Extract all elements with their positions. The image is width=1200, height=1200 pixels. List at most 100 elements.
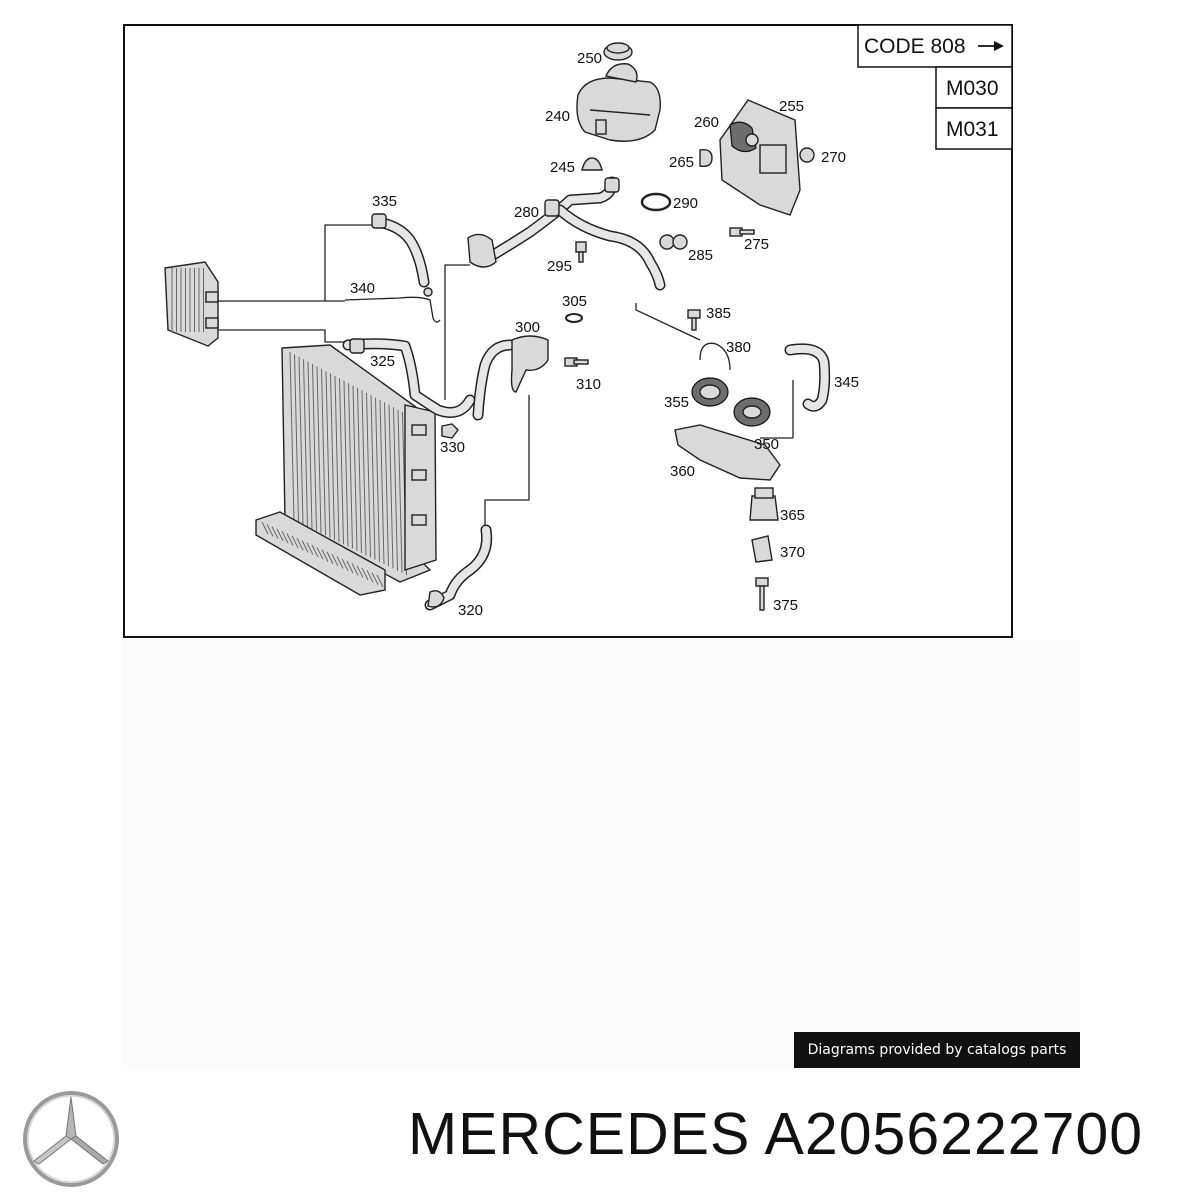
bolt-385 (687, 309, 701, 331)
fin-line (376, 574, 384, 588)
grommet-245 (581, 157, 603, 171)
fin-line (379, 399, 385, 565)
fin-line (316, 547, 324, 560)
model-label-m030: M030 (946, 77, 999, 100)
fin-line (384, 402, 389, 567)
fin-line (352, 385, 358, 551)
callout-300: 300 (515, 319, 540, 336)
callout-325: 325 (370, 353, 395, 370)
fin-line (306, 542, 314, 555)
code-label: CODE 808 (864, 35, 966, 58)
fin-line (291, 535, 299, 549)
callout-385: 385 (706, 305, 731, 322)
fin-line (326, 551, 334, 565)
tank-cap (603, 42, 633, 61)
callout-295: 295 (547, 258, 572, 275)
fin-line (307, 361, 313, 529)
credit-banner: Diagrams provided by catalogs parts (794, 1032, 1080, 1068)
radiator (281, 344, 437, 583)
fin-line (348, 383, 353, 549)
callout-340: 340 (350, 280, 375, 297)
fin-line (301, 540, 309, 553)
fin-line (276, 528, 284, 542)
background-panel (122, 640, 1080, 1070)
callout-260: 260 (694, 114, 719, 131)
callout-320: 320 (458, 602, 483, 619)
fin-line (321, 549, 329, 562)
callout-355: 355 (664, 394, 689, 411)
callout-285: 285 (688, 247, 713, 264)
oring-305 (565, 313, 583, 323)
mount-stack (749, 487, 779, 611)
callout-310: 310 (576, 376, 601, 393)
callout-350: 350 (754, 436, 779, 453)
fin-line (271, 526, 279, 539)
fin-line (357, 387, 362, 554)
fin-line (343, 380, 349, 547)
fin-line (356, 565, 364, 578)
fin-line (311, 544, 319, 558)
fin-line (336, 556, 344, 569)
connectors (349, 177, 688, 608)
callout-305: 305 (562, 293, 587, 310)
fin-line (370, 395, 376, 560)
fin-line (351, 563, 359, 576)
fin-line (346, 560, 354, 574)
fin-line (298, 356, 304, 525)
fin-line (334, 375, 340, 543)
fin-line (375, 397, 380, 562)
callout-255: 255 (779, 98, 804, 115)
callout-290: 290 (673, 195, 698, 212)
bolt-275 (729, 227, 755, 237)
fin-line (286, 533, 294, 546)
callout-335: 335 (372, 193, 397, 210)
fin-line (371, 572, 379, 585)
fin-line (261, 521, 269, 535)
callout-275: 275 (744, 236, 769, 253)
brand-title: MERCEDES A2056222700 (408, 1100, 1143, 1168)
fin-line (289, 351, 295, 521)
callout-360: 360 (670, 463, 695, 480)
fin-line (341, 558, 349, 572)
fin-line (296, 537, 304, 551)
fin-line (312, 363, 317, 532)
bolt-310 (564, 357, 589, 367)
callout-370: 370 (780, 544, 805, 561)
fin-line (397, 409, 403, 573)
bolt-295 (575, 241, 587, 263)
fin-line (388, 404, 394, 569)
fin-line (294, 354, 299, 523)
mercedes-star-logo-icon (23, 1091, 119, 1187)
callout-365: 365 (780, 507, 805, 524)
valve-bracket (719, 99, 815, 216)
fin-line (361, 567, 369, 581)
oring-290 (640, 192, 672, 212)
fin-line (339, 378, 344, 545)
callout-240: 240 (545, 108, 570, 125)
aux-radiator (164, 261, 219, 347)
callout-280: 280 (514, 204, 539, 221)
fin-line (366, 392, 371, 558)
callout-245: 245 (550, 159, 575, 176)
fin-line (330, 373, 335, 540)
part-number: A2056222700 (764, 1101, 1144, 1167)
callout-270: 270 (821, 149, 846, 166)
pump-assembly (674, 309, 781, 481)
lower-cooler (255, 511, 386, 596)
callout-380: 380 (726, 339, 751, 356)
callout-330: 330 (440, 439, 465, 456)
fin-line (303, 359, 308, 527)
expansion-tank (576, 63, 661, 142)
fin-line (366, 570, 374, 583)
fin-line (331, 553, 339, 567)
callout-375: 375 (773, 597, 798, 614)
model-box-m031 (935, 107, 1013, 150)
code-box: CODE 808 M030 M031 (857, 24, 1013, 150)
fin-line (321, 368, 326, 536)
fin-line (361, 390, 367, 556)
fin-line (325, 371, 331, 538)
model-label-m031: M031 (946, 118, 999, 141)
callout-265: 265 (669, 154, 694, 171)
fin-line (316, 366, 322, 534)
